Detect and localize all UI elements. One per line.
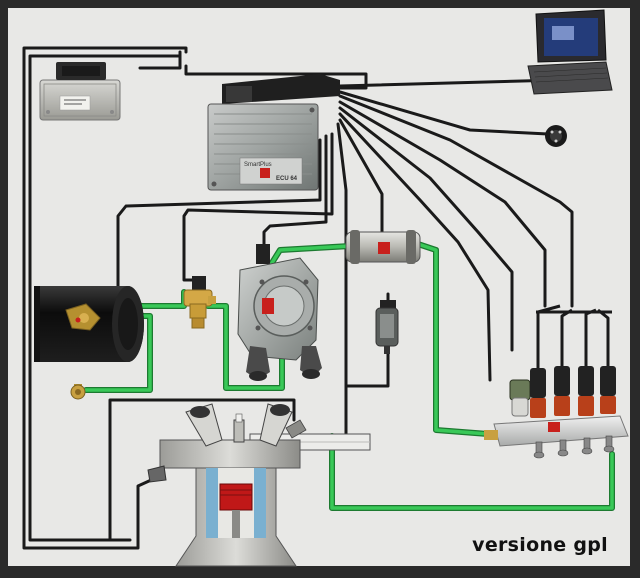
ecu-brand-label: SmartPlus xyxy=(244,162,272,168)
wire-inj-4 xyxy=(338,94,574,308)
wire-outer-left-2 xyxy=(28,54,182,542)
engine-cylinder-icon xyxy=(147,403,371,567)
gas-ecu: SmartPlus ECU 64 xyxy=(207,74,340,191)
wire-reducer xyxy=(262,134,328,258)
wiring-harness xyxy=(22,46,574,550)
diagram-caption: versione gpl xyxy=(472,534,608,556)
gas-line-filter-rail xyxy=(416,242,490,436)
injector-rail-icon xyxy=(484,304,629,459)
wire-filter xyxy=(338,118,384,238)
gas-line-valve-reducer xyxy=(206,304,284,390)
wire-engine xyxy=(108,398,296,542)
tank-icon xyxy=(34,286,144,362)
sensor-icon xyxy=(375,300,399,354)
wire-small-ecu xyxy=(138,50,182,70)
round-switch-icon xyxy=(545,125,567,147)
valve-icon xyxy=(183,276,216,329)
wire-inj-2 xyxy=(338,106,514,352)
reducer-icon xyxy=(237,244,322,381)
gas-line-reducer-filter xyxy=(268,244,352,268)
gas-line-rail-return xyxy=(330,434,614,510)
wire-outer-left xyxy=(22,46,188,550)
wire-tank xyxy=(116,138,322,290)
original-ecu xyxy=(39,62,121,121)
wire-inj-3 xyxy=(338,100,547,308)
wire-top xyxy=(184,64,368,90)
wire-inj-1 xyxy=(338,112,492,382)
ecu-model-label: ECU 64 xyxy=(276,176,298,182)
filter-icon xyxy=(345,230,421,264)
filler-icon xyxy=(70,384,86,400)
wire-switch xyxy=(338,90,550,136)
laptop-icon xyxy=(527,9,613,95)
wire-valve xyxy=(182,132,334,282)
